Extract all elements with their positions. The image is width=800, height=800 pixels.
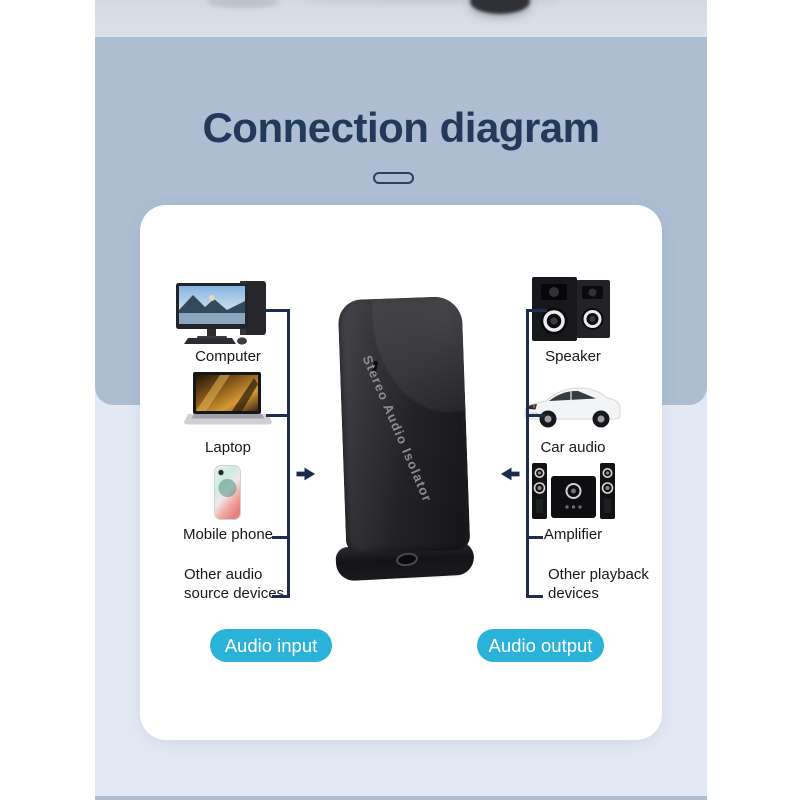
page-title: Connection diagram bbox=[202, 104, 600, 151]
output-item-label: Car audio bbox=[540, 439, 606, 456]
computer-icon bbox=[176, 281, 266, 345]
output-bracket-stub bbox=[527, 536, 543, 539]
input-bracket-stub bbox=[263, 309, 289, 312]
output-bracket-line bbox=[526, 309, 529, 598]
top-strip bbox=[95, 0, 707, 37]
photo-remnant-blob bbox=[470, 0, 530, 14]
audio-output-button[interactable]: Audio output bbox=[477, 629, 604, 662]
input-item-label: Mobile phone bbox=[182, 526, 274, 543]
input-bracket-stub bbox=[272, 595, 289, 598]
output-item-label: Speaker bbox=[545, 348, 601, 365]
input-item-label: Computer bbox=[195, 348, 261, 365]
output-item-label-other: Other playback devices bbox=[548, 566, 649, 602]
input-item-label-other: Other audio source devices bbox=[184, 566, 285, 602]
input-bracket-line bbox=[287, 309, 290, 598]
device-label: Stereo Audio Isolator bbox=[359, 353, 436, 505]
audio-input-button[interactable]: Audio input bbox=[210, 629, 332, 662]
car-audio-icon bbox=[524, 387, 621, 428]
photo-remnant-streak bbox=[300, 0, 560, 4]
device-body: Stereo Audio Isolator bbox=[337, 295, 471, 555]
mobile-phone-icon bbox=[214, 465, 241, 520]
diagram-card: Computer Laptop Mobile phone Other audio… bbox=[140, 205, 662, 740]
arrow-right-icon bbox=[296, 467, 316, 481]
input-bracket-stub bbox=[266, 414, 289, 417]
output-bracket-stub bbox=[527, 414, 545, 417]
input-bracket-stub bbox=[272, 536, 289, 539]
next-section-edge bbox=[95, 796, 707, 800]
input-item-label: Laptop bbox=[205, 439, 251, 456]
speaker-icon bbox=[532, 277, 610, 341]
photo-remnant-smudge bbox=[207, 0, 279, 8]
output-bracket-stub bbox=[527, 595, 543, 598]
output-item-label: Amplifier bbox=[543, 526, 603, 543]
title-underline-pill bbox=[373, 172, 414, 184]
output-bracket-stub bbox=[527, 309, 547, 312]
amplifier-icon bbox=[532, 463, 615, 519]
arrow-left-icon bbox=[500, 467, 520, 481]
laptop-icon bbox=[184, 372, 272, 425]
stereo-audio-isolator-device: Stereo Audio Isolator bbox=[334, 295, 478, 582]
